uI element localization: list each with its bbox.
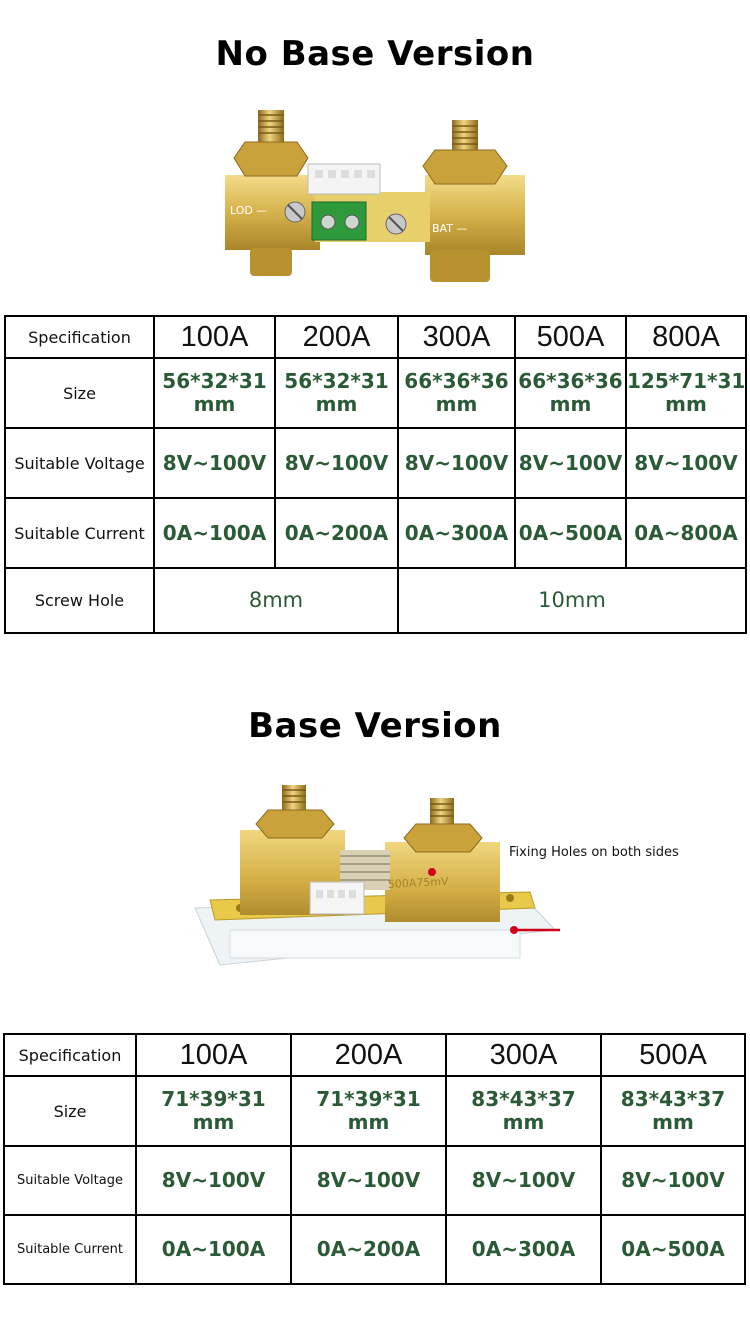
- engraving-label: 500A75mV: [387, 875, 449, 891]
- current-cell: 0A~200A: [274, 497, 399, 569]
- screw-hole-label: Screw Hole: [4, 567, 155, 634]
- spec-table-base: Specification 100A 200A 300A 500A Size 7…: [3, 1033, 746, 1285]
- table-row-header: Specification 100A 200A 300A 500A: [3, 1033, 746, 1077]
- current-cell: 0A~500A: [600, 1214, 746, 1285]
- current-cell: 0A~300A: [397, 497, 516, 569]
- voltage-cell: 8V~100V: [445, 1145, 602, 1216]
- current-label: Suitable Current: [4, 497, 155, 569]
- lod-label: LOD —: [230, 204, 267, 217]
- voltage-cell: 8V~100V: [135, 1145, 292, 1216]
- voltage-cell: 8V~100V: [153, 427, 276, 499]
- shunt-photo-no-base: LOD — BAT —: [225, 110, 525, 282]
- table-row-current: Suitable Current 0A~100A 0A~200A 0A~300A…: [3, 1214, 746, 1285]
- column-800a: 800A: [625, 315, 747, 359]
- shunt-photo-base: 500A75mV: [194, 785, 560, 966]
- column-300a: 300A: [397, 315, 516, 359]
- voltage-label: Suitable Voltage: [4, 427, 155, 499]
- screw-hole-10mm: 10mm: [397, 567, 747, 634]
- size-label: Size: [3, 1075, 137, 1147]
- table-row-screw-hole: Screw Hole 8mm 10mm: [4, 567, 747, 634]
- voltage-label: Suitable Voltage: [3, 1145, 137, 1216]
- section-title-base: Base Version: [248, 706, 502, 746]
- bat-label: BAT —: [432, 222, 467, 235]
- current-cell: 0A~200A: [290, 1214, 447, 1285]
- column-300a: 300A: [445, 1033, 602, 1077]
- current-cell: 0A~100A: [135, 1214, 292, 1285]
- current-cell: 0A~300A: [445, 1214, 602, 1285]
- spec-header-label: Specification: [3, 1033, 137, 1077]
- current-cell: 0A~500A: [514, 497, 627, 569]
- fixing-holes-annotation: Fixing Holes on both sides: [509, 845, 679, 860]
- voltage-cell: 8V~100V: [290, 1145, 447, 1216]
- current-cell: 0A~800A: [625, 497, 747, 569]
- section-title-no-base: No Base Version: [215, 34, 535, 74]
- column-500a: 500A: [514, 315, 627, 359]
- voltage-cell: 8V~100V: [274, 427, 399, 499]
- column-200a: 200A: [290, 1033, 447, 1077]
- screw-hole-8mm: 8mm: [153, 567, 399, 634]
- table-row-voltage: Suitable Voltage 8V~100V 8V~100V 8V~100V…: [4, 427, 747, 499]
- spec-table-no-base: Specification 100A 200A 300A 500A 800A S…: [4, 315, 747, 634]
- voltage-cell: 8V~100V: [514, 427, 627, 499]
- size-label: Size: [4, 357, 155, 429]
- current-label: Suitable Current: [3, 1214, 137, 1285]
- column-100a: 100A: [153, 315, 276, 359]
- column-100a: 100A: [135, 1033, 292, 1077]
- voltage-cell: 8V~100V: [397, 427, 516, 499]
- column-500a: 500A: [600, 1033, 746, 1077]
- voltage-cell: 8V~100V: [625, 427, 747, 499]
- spec-header-label: Specification: [4, 315, 155, 359]
- voltage-cell: 8V~100V: [600, 1145, 746, 1216]
- current-cell: 0A~100A: [153, 497, 276, 569]
- table-row-voltage: Suitable Voltage 8V~100V 8V~100V 8V~100V…: [3, 1145, 746, 1216]
- column-200a: 200A: [274, 315, 399, 359]
- table-row-header: Specification 100A 200A 300A 500A 800A: [4, 315, 747, 359]
- table-row-current: Suitable Current 0A~100A 0A~200A 0A~300A…: [4, 497, 747, 569]
